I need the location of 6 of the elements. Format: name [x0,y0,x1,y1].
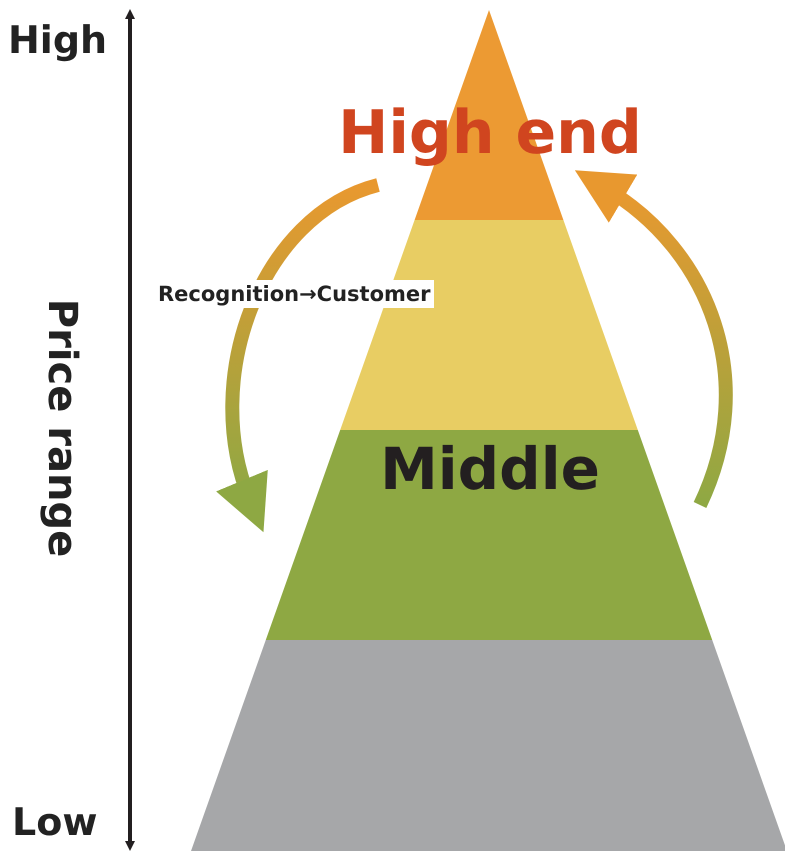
tier-label: Middle [380,435,600,503]
axis-label: High [8,18,108,62]
axis-title: Price range [39,298,85,558]
curved-arrow [576,168,732,508]
axis-label: Low [12,800,98,844]
curved-arrow [216,178,380,534]
